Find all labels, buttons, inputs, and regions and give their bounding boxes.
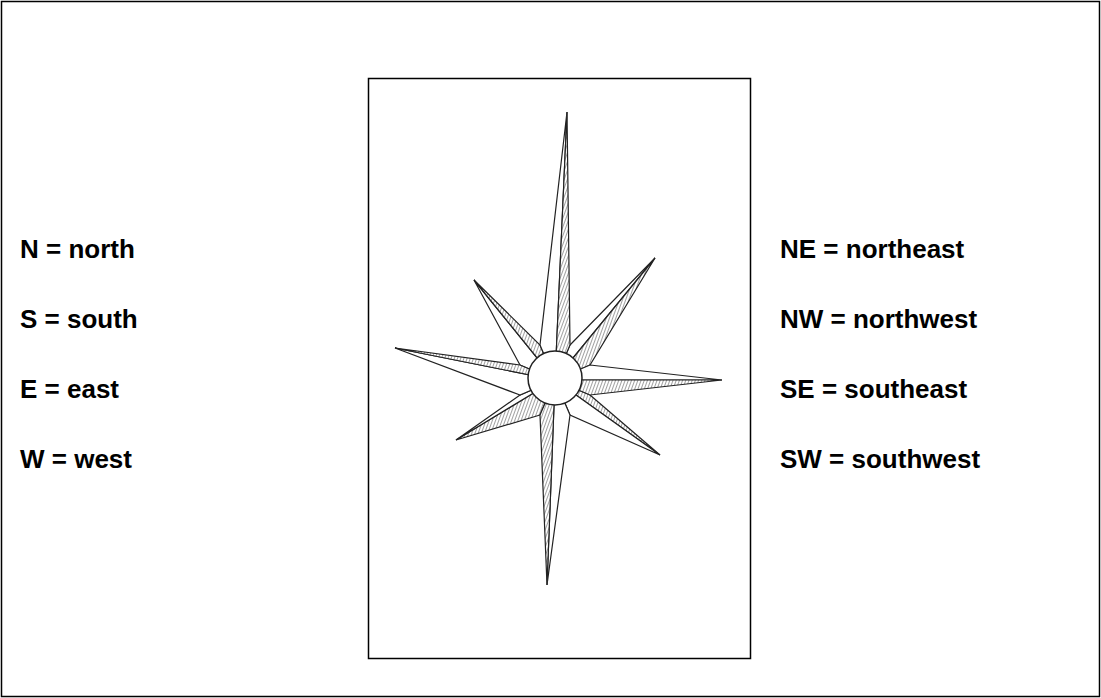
direction-label: SE = southeast: [780, 374, 967, 405]
direction-label: NW = northwest: [780, 304, 977, 335]
direction-label: SW = southwest: [780, 444, 980, 475]
picture-frame: [369, 79, 751, 659]
direction-label: S = south: [20, 304, 138, 335]
direction-label: E = east: [20, 374, 119, 405]
direction-label: W = west: [20, 444, 132, 475]
direction-label: N = north: [20, 234, 135, 265]
compass-rose: [395, 112, 722, 585]
direction-label: NE = northeast: [780, 234, 964, 265]
